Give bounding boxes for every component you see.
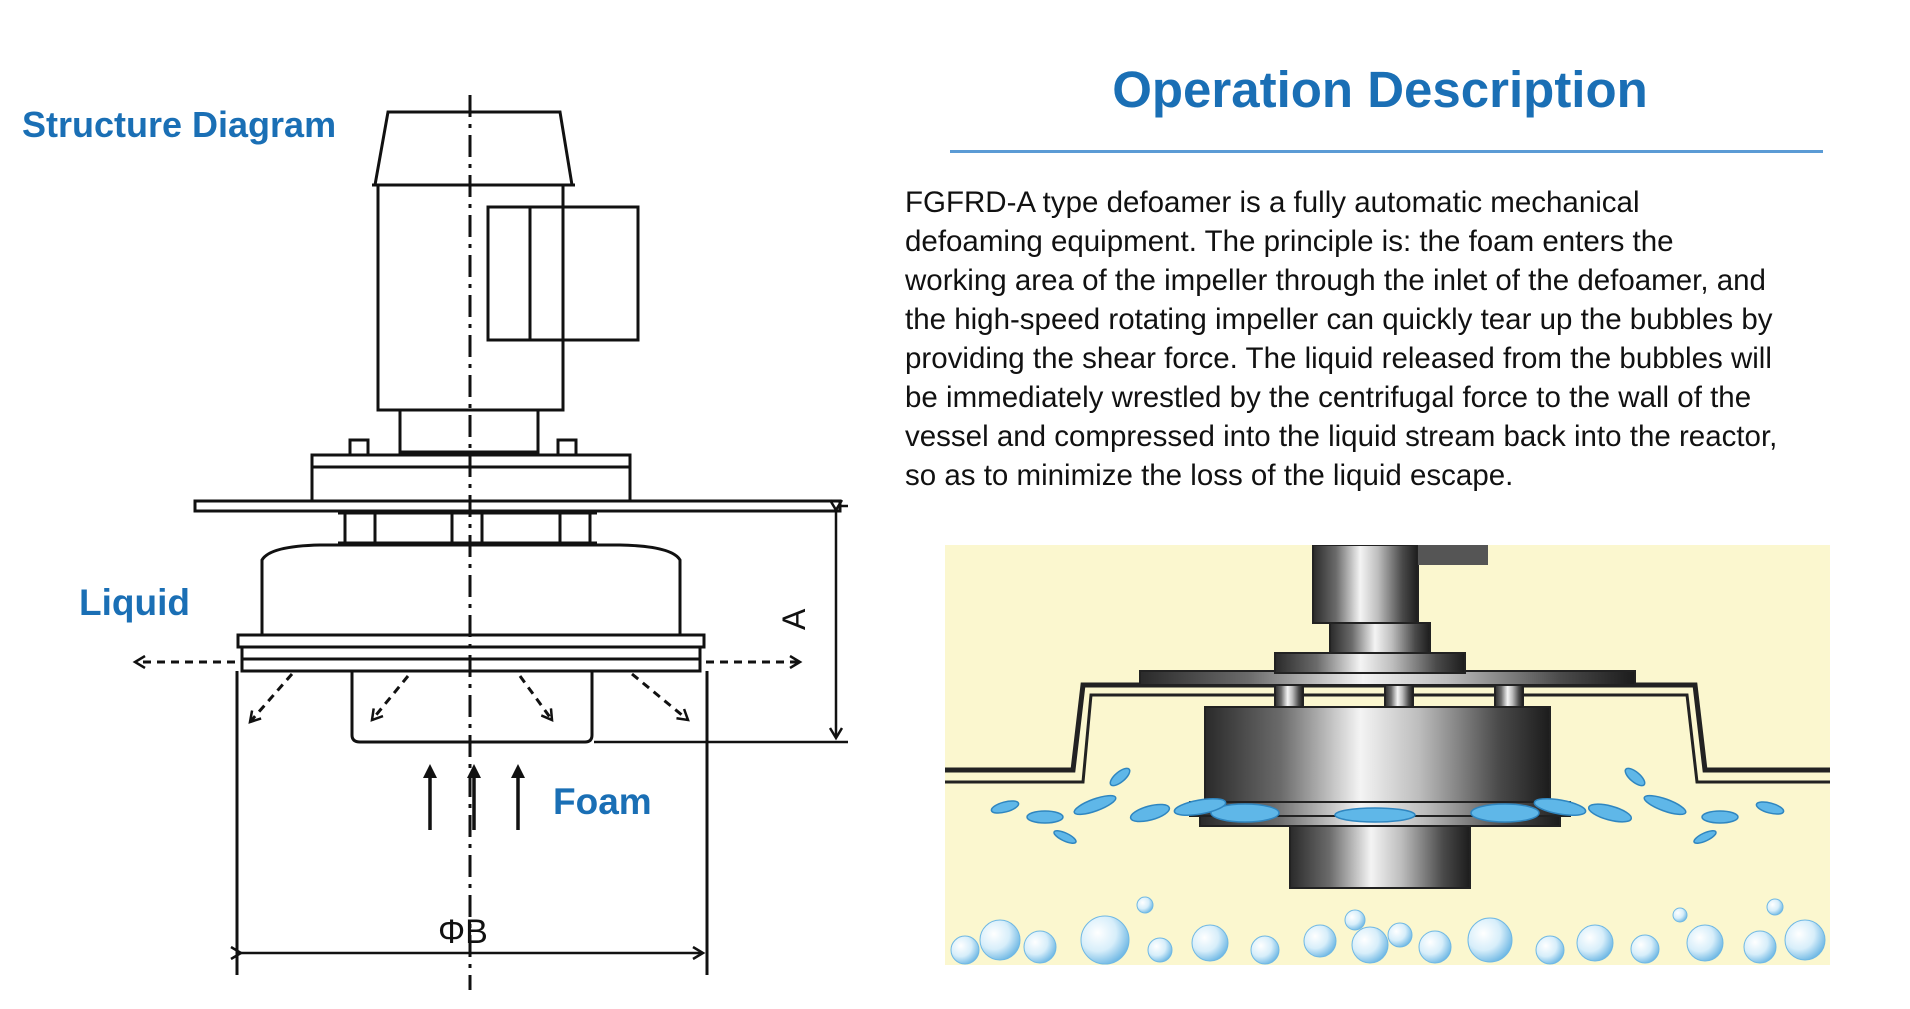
motor-fan-cover [373,110,574,186]
motor-neck [398,408,540,454]
operation-description-text: FGFRD-A type defoamer is a fully automat… [905,183,1875,495]
foam-bubbles [950,896,1826,965]
vessel-plate [193,499,842,513]
liquid-label: Liquid [79,582,190,623]
dimension-b-label: ΦB [438,913,488,951]
liquid-spray-arrow [250,673,294,722]
terminal-box [486,205,640,342]
description-line: the high-speed rotating impeller can qui… [905,303,1773,336]
description-line: FGFRD-A type defoamer is a fully automat… [905,186,1640,219]
foam-inlet [350,671,594,744]
foam-label: Foam [553,781,652,822]
liquid-spray-arrow [631,672,688,720]
operation-description-title: Operation Description [1112,61,1648,118]
liquid-spray-arrow [372,675,410,720]
liquid-spray-arrow [518,675,552,720]
impeller-body [1204,706,1551,803]
description-line: providing the shear force. The liquid re… [905,342,1772,375]
description-line: vessel and compressed into the liquid st… [905,420,1778,453]
motor-housing [1312,545,1419,624]
title-divider [950,150,1823,153]
description-line: be immediately wrestled by the centrifug… [905,381,1752,414]
structure-diagram: A ΦB [0,95,848,990]
description-line: working area of the impeller through the… [905,264,1766,297]
structure-diagram-title: Structure Diagram [22,104,337,145]
description-line: defoaming equipment. The principle is: t… [905,225,1674,258]
defoamer-illustration [945,545,1830,965]
description-line: so as to minimize the loss of the liquid… [905,459,1514,492]
liquid-spray [990,767,1785,844]
dimension-a-label: A [776,608,812,630]
